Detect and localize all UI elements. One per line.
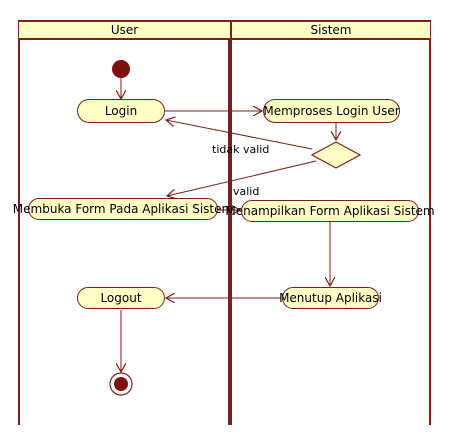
activity-process-login: Memproses Login User: [263, 99, 400, 123]
guard-valid: valid: [233, 185, 260, 198]
guard-invalid: tidak valid: [212, 143, 270, 156]
final-node-core: [114, 377, 128, 391]
activity-open-form: Membuka Form Pada Aplikasi Sistem: [13, 198, 233, 220]
lane-header-system: Sistem: [232, 20, 430, 40]
activity-logout: Logout: [77, 287, 165, 309]
activity-login: Login: [77, 99, 165, 123]
edge-valid: [167, 160, 317, 196]
decision-node: [310, 141, 362, 169]
activity-show-form: Menampilkan Form Aplikasi Sistem: [225, 200, 435, 222]
lane-header-user: User: [19, 20, 230, 40]
edge-invalid: [166, 120, 313, 150]
activity-close-app: Menutup Aplikasi: [279, 287, 382, 309]
initial-node: [112, 60, 130, 78]
